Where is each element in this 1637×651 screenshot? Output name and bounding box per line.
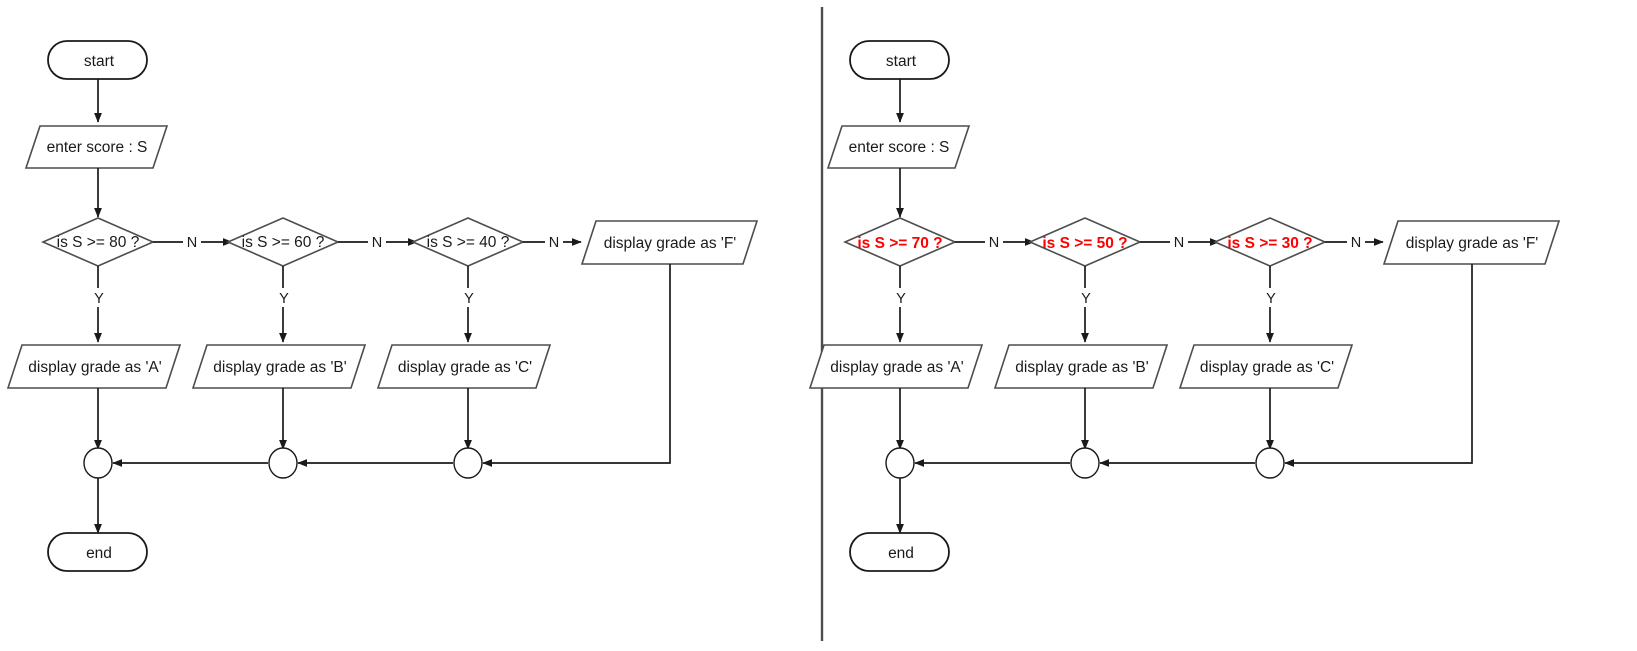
left-merge-node-2[interactable] bbox=[268, 447, 298, 479]
left-flowchart: start enter score : S is S >= 80 ? N bbox=[6, 40, 759, 572]
left-decision-1-label: is S >= 80 ? bbox=[57, 234, 140, 251]
right-output-f-label: display grade as 'F' bbox=[1406, 235, 1539, 252]
right-end-node[interactable]: end bbox=[849, 532, 950, 572]
right-edge-label-d1-no: N bbox=[989, 235, 999, 251]
right-decision-3[interactable]: is S >= 30 ? bbox=[1212, 217, 1328, 267]
right-edge-label-d3-no: N bbox=[1351, 235, 1361, 251]
right-decision-3-label: is S >= 30 ? bbox=[1227, 235, 1312, 252]
left-merge-node-3[interactable] bbox=[453, 447, 483, 479]
left-merge-node-1[interactable] bbox=[83, 447, 113, 479]
right-merge-node-3[interactable] bbox=[1255, 447, 1285, 479]
left-input-node[interactable]: enter score : S bbox=[24, 125, 169, 169]
left-decision-2-label: is S >= 60 ? bbox=[242, 234, 325, 251]
right-merge-node-2[interactable] bbox=[1070, 447, 1100, 479]
right-edge-f-to-merge3 bbox=[1284, 264, 1473, 467]
left-decision-3[interactable]: is S >= 40 ? bbox=[410, 217, 526, 267]
right-output-f[interactable]: display grade as 'F' bbox=[1382, 220, 1561, 265]
left-output-c[interactable]: display grade as 'C' bbox=[376, 344, 552, 389]
right-start-label: start bbox=[886, 53, 917, 70]
left-edge-label-d1-no: N bbox=[187, 235, 197, 251]
left-edge-label-d3-no: N bbox=[549, 235, 559, 251]
right-decision-2-label: is S >= 50 ? bbox=[1042, 235, 1127, 252]
left-end-label: end bbox=[86, 545, 112, 562]
right-output-b[interactable]: display grade as 'B' bbox=[993, 344, 1169, 389]
left-start-node[interactable]: start bbox=[47, 40, 148, 80]
left-output-f-label: display grade as 'F' bbox=[604, 235, 737, 252]
right-output-c[interactable]: display grade as 'C' bbox=[1178, 344, 1354, 389]
right-decision-1-label: is S >= 70 ? bbox=[857, 235, 942, 252]
right-edge-label-d1-yes: Y bbox=[896, 291, 906, 307]
left-input-label: enter score : S bbox=[47, 139, 148, 156]
left-output-b-label: display grade as 'B' bbox=[213, 359, 346, 376]
left-end-node[interactable]: end bbox=[47, 532, 148, 572]
right-start-node[interactable]: start bbox=[849, 40, 950, 80]
right-flowchart: start enter score : S is S >= 70 ? N bbox=[808, 40, 1561, 572]
left-start-label: start bbox=[84, 53, 115, 70]
left-edge-label-d1-yes: Y bbox=[94, 291, 104, 307]
left-output-c-label: display grade as 'C' bbox=[398, 359, 532, 376]
left-edge-label-d2-no: N bbox=[372, 235, 382, 251]
right-end-label: end bbox=[888, 545, 914, 562]
left-output-a-label: display grade as 'A' bbox=[28, 359, 161, 376]
right-output-a[interactable]: display grade as 'A' bbox=[808, 344, 984, 389]
right-decision-1[interactable]: is S >= 70 ? bbox=[842, 217, 958, 267]
left-output-f[interactable]: display grade as 'F' bbox=[580, 220, 759, 265]
left-edge-f-to-merge3 bbox=[482, 264, 671, 467]
left-edge-label-d2-yes: Y bbox=[279, 291, 289, 307]
right-output-b-label: display grade as 'B' bbox=[1015, 359, 1148, 376]
left-edge-label-d3-yes: Y bbox=[464, 291, 474, 307]
right-edge-label-d2-no: N bbox=[1174, 235, 1184, 251]
left-decision-1[interactable]: is S >= 80 ? bbox=[40, 217, 156, 267]
left-decision-3-label: is S >= 40 ? bbox=[427, 234, 510, 251]
right-edge-label-d2-yes: Y bbox=[1081, 291, 1091, 307]
right-input-label: enter score : S bbox=[849, 139, 950, 156]
left-output-a[interactable]: display grade as 'A' bbox=[6, 344, 182, 389]
right-output-c-label: display grade as 'C' bbox=[1200, 359, 1334, 376]
left-output-b[interactable]: display grade as 'B' bbox=[191, 344, 367, 389]
left-decision-2[interactable]: is S >= 60 ? bbox=[225, 217, 341, 267]
right-merge-node-1[interactable] bbox=[885, 447, 915, 479]
right-edge-label-d3-yes: Y bbox=[1266, 291, 1276, 307]
right-decision-2[interactable]: is S >= 50 ? bbox=[1027, 217, 1143, 267]
right-output-a-label: display grade as 'A' bbox=[830, 359, 963, 376]
right-input-node[interactable]: enter score : S bbox=[826, 125, 971, 169]
